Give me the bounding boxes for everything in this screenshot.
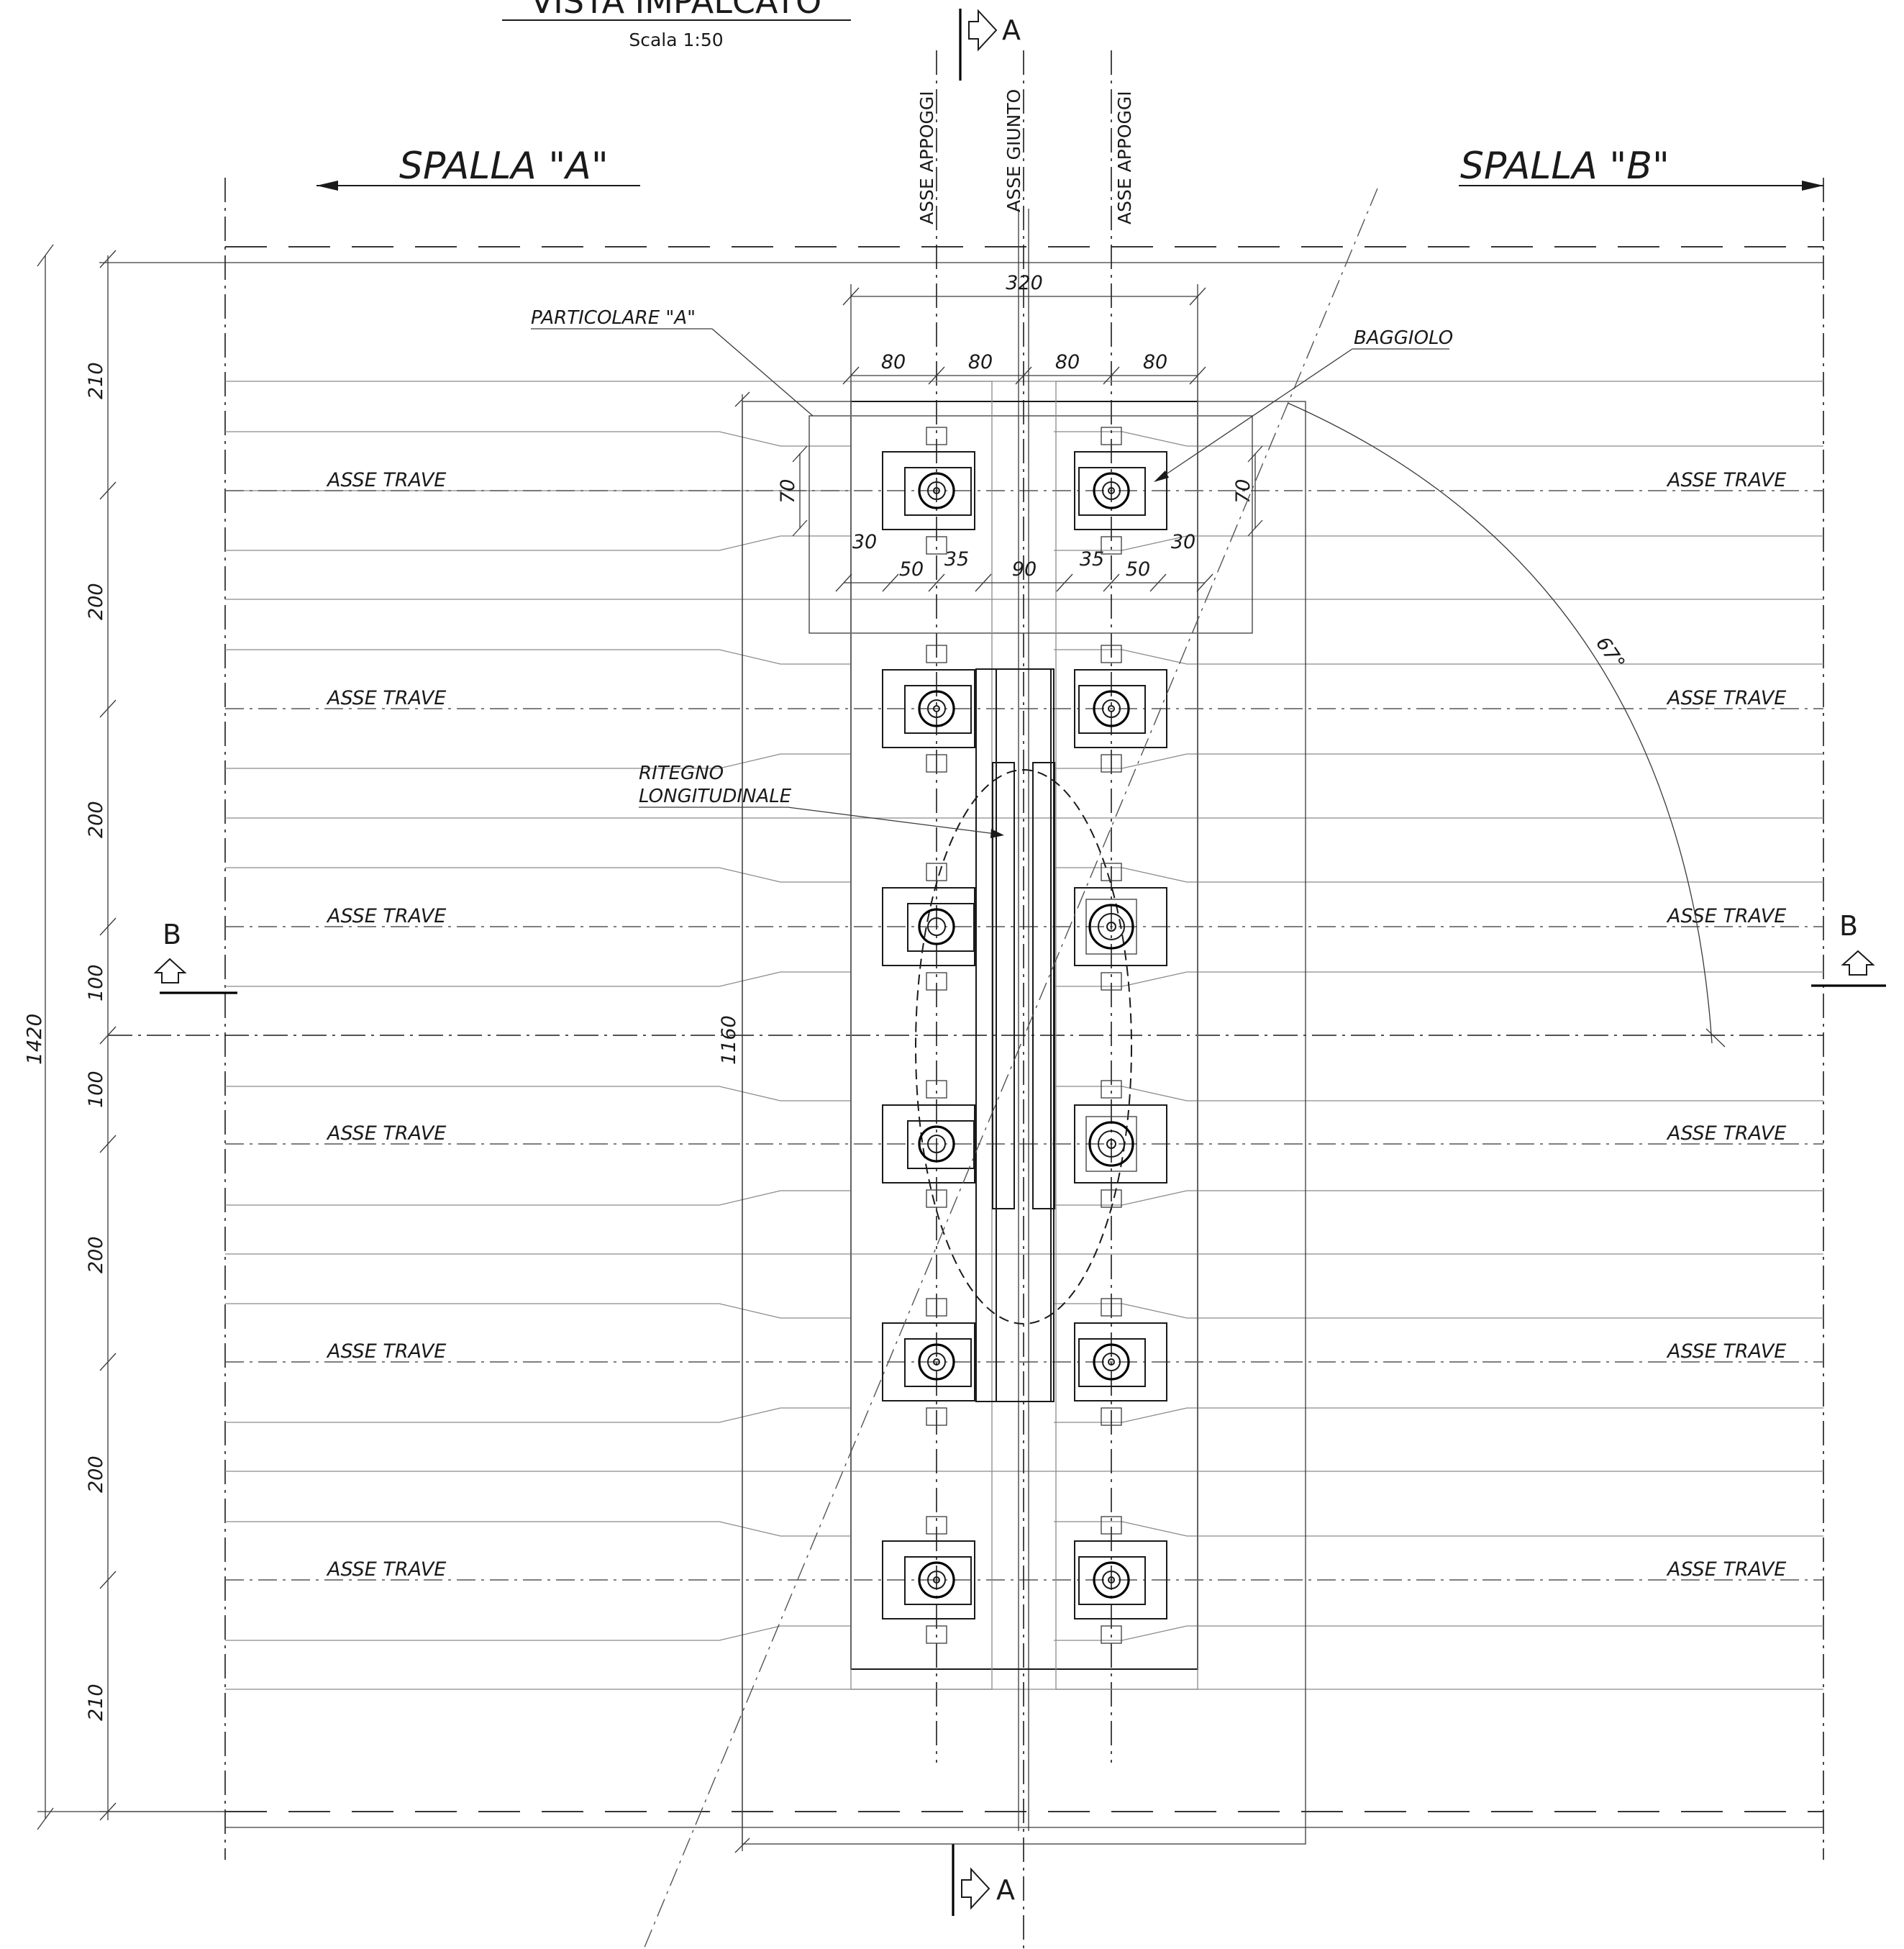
bearing-unit	[1074, 427, 1167, 555]
beam-axis-label: ASSE TRAVE	[1666, 905, 1786, 927]
abutment-a-marker: SPALLA "A"	[316, 145, 640, 191]
restraint-callout: RITEGNO LONGITUDINALE	[639, 763, 1004, 838]
joint-axis-label: ASSE GIUNTO	[1003, 89, 1024, 212]
offset-dim: 30	[1171, 531, 1195, 553]
skew-angle-arc	[1287, 402, 1713, 1044]
bearing-unit	[882, 645, 975, 773]
plate-height-dim: 1160	[718, 1015, 740, 1065]
detail-a-callout: PARTICOLARE "A"	[531, 307, 814, 417]
pedestal-depth-dim: 70	[777, 479, 799, 504]
skew-arc-tick	[1705, 1028, 1726, 1048]
overall-dimension-chain: 1420	[22, 244, 225, 1830]
detail-a-frame	[808, 415, 1253, 634]
bearing-axis-left-label: ASSE APPOGGI	[916, 91, 937, 224]
detail-segment-dim: 90	[1012, 558, 1037, 581]
bearing-unit	[882, 1080, 975, 1208]
overall-height-dim: 1420	[22, 1014, 46, 1065]
beam-axis-label: ASSE TRAVE	[1666, 1122, 1786, 1145]
spacing-dim: 210	[85, 362, 107, 399]
bearing-unit	[1074, 1516, 1167, 1644]
bearing-unit	[1074, 1080, 1167, 1208]
section-b-marker-left: B	[153, 919, 237, 994]
beam-axis-label: ASSE TRAVE	[1666, 1558, 1786, 1581]
spacing-dim: 200	[85, 583, 107, 620]
beam-axis-label: ASSE TRAVE	[326, 1122, 446, 1145]
section-a-marker-bottom: A	[952, 1844, 1015, 1916]
bearing-unit	[882, 1516, 975, 1644]
bearing-unit	[882, 863, 975, 991]
right-beam-seat	[1055, 381, 1198, 1690]
skew-line	[643, 188, 1378, 1949]
spacing-dim: 200	[85, 801, 107, 838]
section-b-label: B	[1839, 910, 1858, 942]
beam-axis-label: ASSE TRAVE	[1666, 687, 1786, 709]
longitudinal-restraint	[915, 668, 1132, 1402]
top-segment-dim: 80	[1143, 351, 1167, 373]
plate-dimension: 1160	[718, 391, 750, 1853]
bearing-axis-right-label: ASSE APPOGGI	[1114, 91, 1135, 224]
beam-axis-label: ASSE TRAVE	[326, 1340, 446, 1363]
detail-bottom-dimension-chain: 30 50 35 90 35 50 30 70 70	[777, 445, 1263, 592]
top-segment-dim: 80	[1055, 351, 1080, 373]
pedestal-depth-dim: 70	[1232, 479, 1254, 504]
detail-segment-dim: 35	[1080, 548, 1104, 571]
beam-axis-label: ASSE TRAVE	[1666, 469, 1786, 491]
spacing-dim: 210	[85, 1684, 107, 1721]
top-dimension-chain: 320 80 80 80 80	[842, 272, 1206, 401]
spacing-dim: 100	[85, 1071, 107, 1108]
section-b-marker-right: B	[1811, 910, 1886, 987]
section-a-label: A	[996, 1874, 1015, 1906]
detail-segment-dim: 50	[899, 558, 924, 581]
section-a-marker-top: A	[959, 9, 1021, 81]
drawing-scale: Scala 1:50	[629, 29, 723, 50]
pedestal-label: BAGGIOLO	[1354, 327, 1453, 349]
bearing-unit	[882, 1298, 975, 1426]
restraint-label-line1: RITEGNO	[639, 763, 724, 784]
bearing-units	[882, 427, 1167, 1644]
top-segment-dim: 80	[881, 351, 906, 373]
offset-dim: 30	[852, 531, 877, 553]
bearing-unit	[1074, 1298, 1167, 1426]
beam-spacing-dimension-chain: 210 200 200 100 100 200 200 210	[85, 250, 225, 1821]
section-b-label: B	[163, 919, 181, 950]
beam-axis-labels-right: ASSE TRAVE ASSE TRAVE ASSE TRAVE ASSE TR…	[1666, 469, 1786, 1581]
spacing-dim: 200	[85, 1455, 107, 1493]
skew-angle-dim: 67°	[1591, 633, 1629, 674]
abutment-b-label: SPALLA "B"	[1460, 145, 1670, 188]
detail-segment-dim: 35	[944, 548, 969, 571]
spacing-dim: 100	[85, 964, 107, 1001]
beam-flange-lines	[225, 381, 1823, 1690]
abutment-a-label: SPALLA "A"	[399, 145, 609, 188]
restraint-label-line2: LONGITUDINALE	[639, 786, 792, 807]
beam-axis-labels-left: ASSE TRAVE ASSE TRAVE ASSE TRAVE ASSE TR…	[326, 469, 446, 1581]
drawing-title: VISTA IMPALCATO	[531, 0, 821, 21]
detail-a-label: PARTICOLARE "A"	[531, 307, 696, 329]
beam-axis-label: ASSE TRAVE	[326, 687, 446, 709]
beam-axis-label: ASSE TRAVE	[326, 1558, 446, 1581]
beam-axis-lines	[225, 490, 1823, 1581]
top-width-dim: 320	[1006, 272, 1043, 294]
pedestal-callout: BAGGIOLO	[1154, 327, 1453, 482]
bearing-unit	[1074, 645, 1167, 773]
beam-axis-label: ASSE TRAVE	[326, 469, 446, 491]
beam-axis-label: ASSE TRAVE	[326, 905, 446, 927]
bearing-unit	[1074, 863, 1167, 991]
spacing-dim: 200	[85, 1236, 107, 1273]
section-a-label: A	[1002, 14, 1021, 46]
top-segment-dim: 80	[968, 351, 993, 373]
detail-segment-dim: 50	[1126, 558, 1150, 581]
beam-axis-label: ASSE TRAVE	[1666, 1340, 1786, 1363]
bearing-unit	[882, 427, 975, 555]
abutment-b-marker: SPALLA "B"	[1459, 145, 1823, 191]
